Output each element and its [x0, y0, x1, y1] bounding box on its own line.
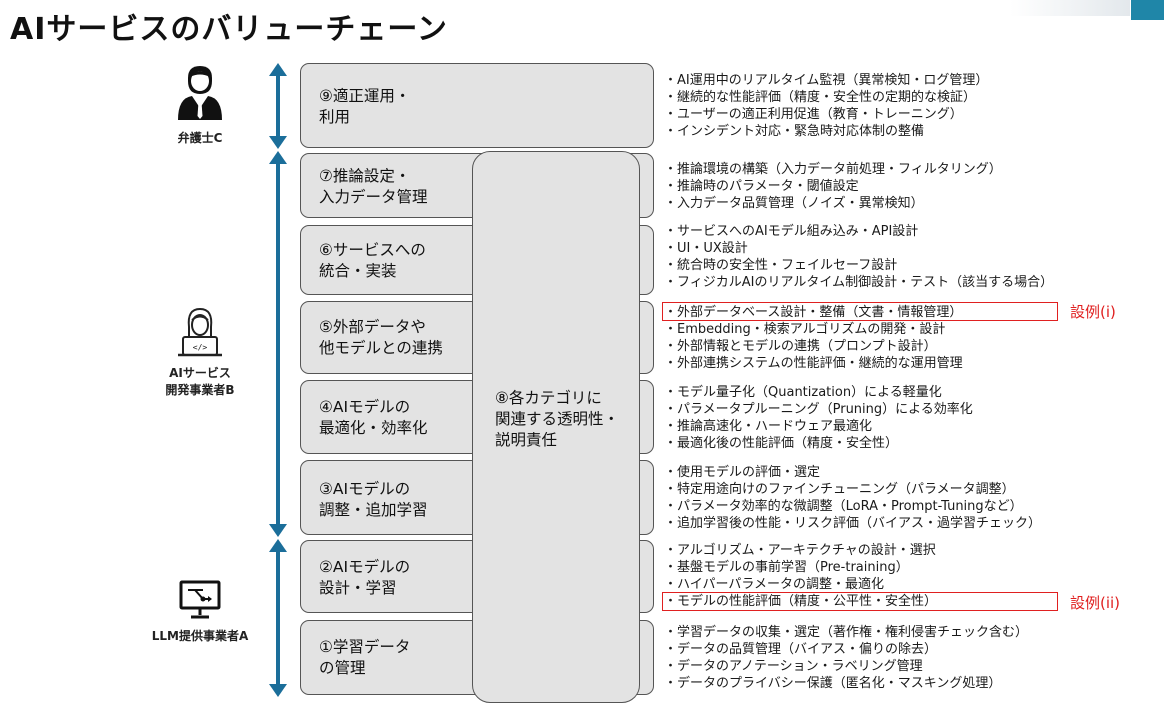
- actor-developer-b: </> AIサービス 開発事業者B: [150, 305, 250, 399]
- bullet-item: ・モデル量子化（Quantization）による軽量化: [664, 385, 942, 400]
- actor-label-a: LLM提供事業者A: [151, 629, 249, 643]
- stage-9-operation: ⑨適正運用・ 利用: [300, 63, 654, 148]
- bullet-item: ・ハイパーパラメータの調整・最適化: [664, 577, 884, 592]
- bullet-item: ・特定用途向けのファインチューニング（パラメータ調整）: [664, 482, 1015, 497]
- stage-5-label: ⑤外部データや 他モデルとの連携: [319, 318, 443, 357]
- bullets-stage-7: ・推論環境の構築（入力データ前処理・フィルタリング） ・推論時のパラメータ・閾値…: [664, 161, 1002, 212]
- bullet-item: ・モデルの性能評価（精度・公平性・安全性）: [664, 594, 938, 609]
- corner-gradient: [1010, 0, 1130, 16]
- bullet-item: ・データのプライバシー保護（匿名化・マスキング処理）: [664, 676, 1002, 691]
- stage-9-label: ⑨適正運用・ 利用: [319, 87, 411, 126]
- stage-2-label: ②AIモデルの 設計・学習: [319, 558, 411, 597]
- bullet-item: ・外部データベース設計・整備（文書・情報管理）: [664, 305, 963, 320]
- bullet-item: ・パラメータプルーニング（Pruning）による効率化: [664, 402, 973, 417]
- bullets-stage-9: ・AI運用中のリアルタイム監視（異常検知・ログ管理） ・継続的な性能評価（精度・…: [664, 72, 988, 140]
- actor-label-c: 弁護士C: [177, 131, 223, 145]
- bullet-item: ・UI・UX設計: [664, 241, 748, 256]
- bullet-item: ・学習データの収集・選定（著作権・権利侵害チェック含む）: [664, 625, 1029, 640]
- bullet-item: ・基盤モデルの事前学習（Pre-training）: [664, 560, 909, 575]
- scope-arrow-a: [269, 539, 287, 697]
- highlight-label-example-ii: 設例(ii): [1070, 594, 1121, 612]
- overlay-label: ⑧各カテゴリに 関連する透明性・ 説明責任: [495, 389, 620, 449]
- bullet-item: ・推論高速化・ハードウェア最適化: [664, 419, 873, 434]
- bullet-item: ・Embedding・検索アルゴリズムの開発・設計: [664, 322, 946, 337]
- bullet-item: ・データのアノテーション・ラベリング管理: [664, 659, 923, 674]
- bullet-item: ・データの品質管理（バイアス・偏りの除去）: [664, 642, 938, 657]
- bullet-item: ・使用モデルの評価・選定: [664, 465, 821, 480]
- actor-lawyer-c: 弁護士C: [160, 64, 240, 147]
- bullet-item: ・フィジカルAIのリアルタイム制御設計・テスト（該当する場合）: [664, 275, 1054, 290]
- bullet-item: ・継続的な性能評価（精度・安全性の定期的な検証）: [664, 90, 977, 105]
- bullet-item: ・最適化後の性能評価（精度・安全性）: [664, 436, 899, 451]
- bullet-item: ・統合時の安全性・フェイルセーフ設計: [664, 258, 898, 273]
- svg-text:</>: </>: [193, 343, 208, 352]
- bullet-item: ・推論環境の構築（入力データ前処理・フィルタリング）: [664, 162, 1002, 177]
- highlight-box-example-i: [662, 302, 1058, 321]
- actor-label-b-line1: AIサービス: [169, 366, 231, 380]
- scope-arrow-b: [269, 151, 287, 537]
- bullet-item: ・AI運用中のリアルタイム監視（異常検知・ログ管理）: [664, 73, 989, 88]
- bullets-stage-6: ・サービスへのAIモデル組み込み・API設計 ・UI・UX設計 ・統合時の安全性…: [664, 223, 1053, 291]
- highlight-box-example-ii: [662, 592, 1058, 611]
- bullet-item: ・アルゴリズム・アーキテクチャの設計・選択: [664, 543, 936, 558]
- bullet-item: ・ユーザーの適正利用促進（教育・トレーニング）: [664, 107, 963, 122]
- stage-7-label: ⑦推論設定・ 入力データ管理: [319, 167, 428, 206]
- bullets-stage-5: ・外部データベース設計・整備（文書・情報管理） ・Embedding・検索アルゴ…: [664, 304, 963, 372]
- transparency-overlay-box: ⑧各カテゴリに 関連する透明性・ 説明責任: [472, 151, 640, 703]
- bullet-item: ・推論時のパラメータ・閾値設定: [664, 179, 859, 194]
- page-title: AIサービスのバリューチェーン: [10, 12, 448, 47]
- scope-arrow-c: [269, 63, 287, 149]
- bullet-item: ・外部連携システムの性能評価・継続的な運用管理: [664, 356, 963, 371]
- stage-6-label: ⑥サービスへの 統合・実装: [319, 241, 426, 280]
- stage-3-label: ③AIモデルの 調整・追加学習: [319, 480, 428, 519]
- actor-llm-provider-a: LLM提供事業者A: [140, 580, 260, 645]
- bullet-item: ・パラメータ効率的な微調整（LoRA・Prompt-Tuningなど）: [664, 499, 1023, 514]
- actor-label-b-line2: 開発事業者B: [165, 383, 235, 397]
- developer-laptop-icon: </>: [178, 307, 222, 357]
- bullet-item: ・追加学習後の性能・リスク評価（バイアス・過学習チェック）: [664, 516, 1042, 531]
- bullets-stage-3: ・使用モデルの評価・選定 ・特定用途向けのファインチューニング（パラメータ調整）…: [664, 464, 1041, 532]
- bullets-stage-2: ・アルゴリズム・アーキテクチャの設計・選択 ・基盤モデルの事前学習（Pre-tr…: [664, 542, 937, 610]
- monitor-network-icon: [179, 580, 221, 619]
- bullets-stage-4: ・モデル量子化（Quantization）による軽量化 ・パラメータプルーニング…: [664, 384, 973, 452]
- bullet-item: ・サービスへのAIモデル組み込み・API設計: [664, 224, 919, 239]
- highlight-label-example-i: 設例(i): [1070, 303, 1116, 321]
- bullet-item: ・インシデント対応・緊急時対応体制の整備: [664, 124, 925, 139]
- lawyer-icon: [178, 66, 222, 120]
- bullet-item: ・入力データ品質管理（ノイズ・異常検知）: [664, 196, 924, 211]
- bullet-item: ・外部情報とモデルの連携（プロンプト設計）: [664, 339, 937, 354]
- stage-4-label: ④AIモデルの 最適化・効率化: [319, 398, 428, 437]
- stage-1-label: ①学習データ の管理: [319, 638, 411, 677]
- corner-accent: [1131, 0, 1164, 20]
- bullets-stage-1: ・学習データの収集・選定（著作権・権利侵害チェック含む） ・データの品質管理（バ…: [664, 624, 1028, 692]
